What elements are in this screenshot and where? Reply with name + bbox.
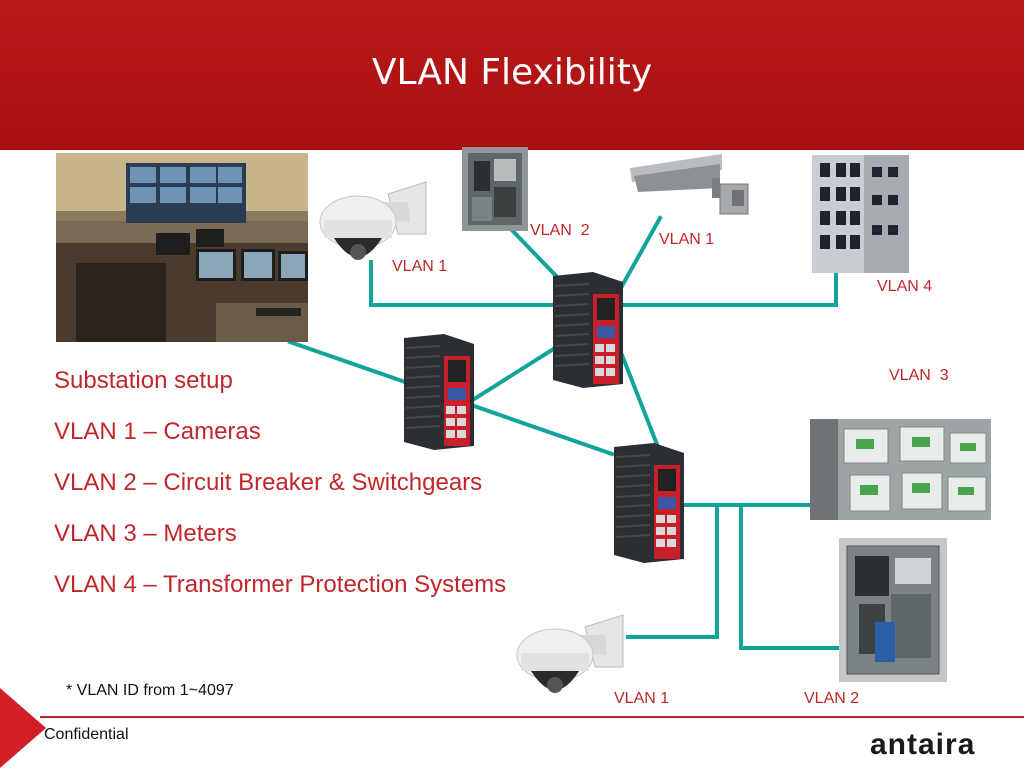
control-room-photo [56, 153, 308, 342]
link-panel-vlan2 [739, 503, 841, 650]
link-sw1-sw3 [619, 352, 663, 455]
confidential-label: Confidential [44, 726, 129, 743]
bullet-camera [628, 150, 752, 220]
industrial-switch-center [549, 272, 625, 388]
antaira-logo: antaira [870, 728, 976, 761]
list-item: Substation setup [54, 367, 233, 394]
vlan-description-list: Substation setup VLAN 1 – Cameras VLAN 2… [54, 366, 506, 621]
footnote: * VLAN ID from 1~4097 [66, 682, 234, 699]
link-breaker-vlan2 [504, 222, 565, 285]
dome-camera-bottom [515, 605, 627, 705]
list-item: VLAN 1 – Cameras [54, 418, 261, 445]
label-vlan4: VLAN 4 [877, 278, 933, 295]
label-vlan1-left: VLAN 1 [392, 258, 448, 275]
link-bullet-cam [619, 215, 663, 289]
industrial-switch-bottom [610, 443, 686, 563]
title-bar [0, 0, 1024, 150]
link-transformer-vlan4 [622, 270, 838, 307]
slide-title: VLAN Flexibility [371, 52, 653, 93]
meters-photo [810, 419, 991, 520]
dome-camera-top [318, 172, 430, 272]
label-vlan1-bottom: VLAN 1 [614, 690, 670, 707]
transformer-protection-photo [812, 155, 909, 273]
footer-corner-triangle [0, 688, 46, 768]
switchgear-panel-photo [839, 538, 947, 682]
label-vlan3: VLAN 3 [889, 367, 949, 384]
list-item: VLAN 3 – Meters [54, 520, 237, 547]
label-vlan1-top-right: VLAN 1 [659, 231, 715, 248]
label-vlan2-top: VLAN 2 [530, 222, 590, 239]
footer-line [40, 716, 1024, 718]
link-sw1-sw2 [457, 345, 558, 411]
list-item: VLAN 4 – Transformer Protection Systems [54, 571, 507, 598]
list-item: VLAN 2 – Circuit Breaker & Switchgears [54, 469, 483, 496]
label-vlan2-bottom: VLAN 2 [804, 690, 860, 707]
link-camera-vlan1 [369, 260, 557, 307]
circuit-breaker-photo [462, 147, 528, 231]
industrial-switch-left [400, 334, 476, 450]
link-camera2-vlan1 [626, 503, 719, 639]
